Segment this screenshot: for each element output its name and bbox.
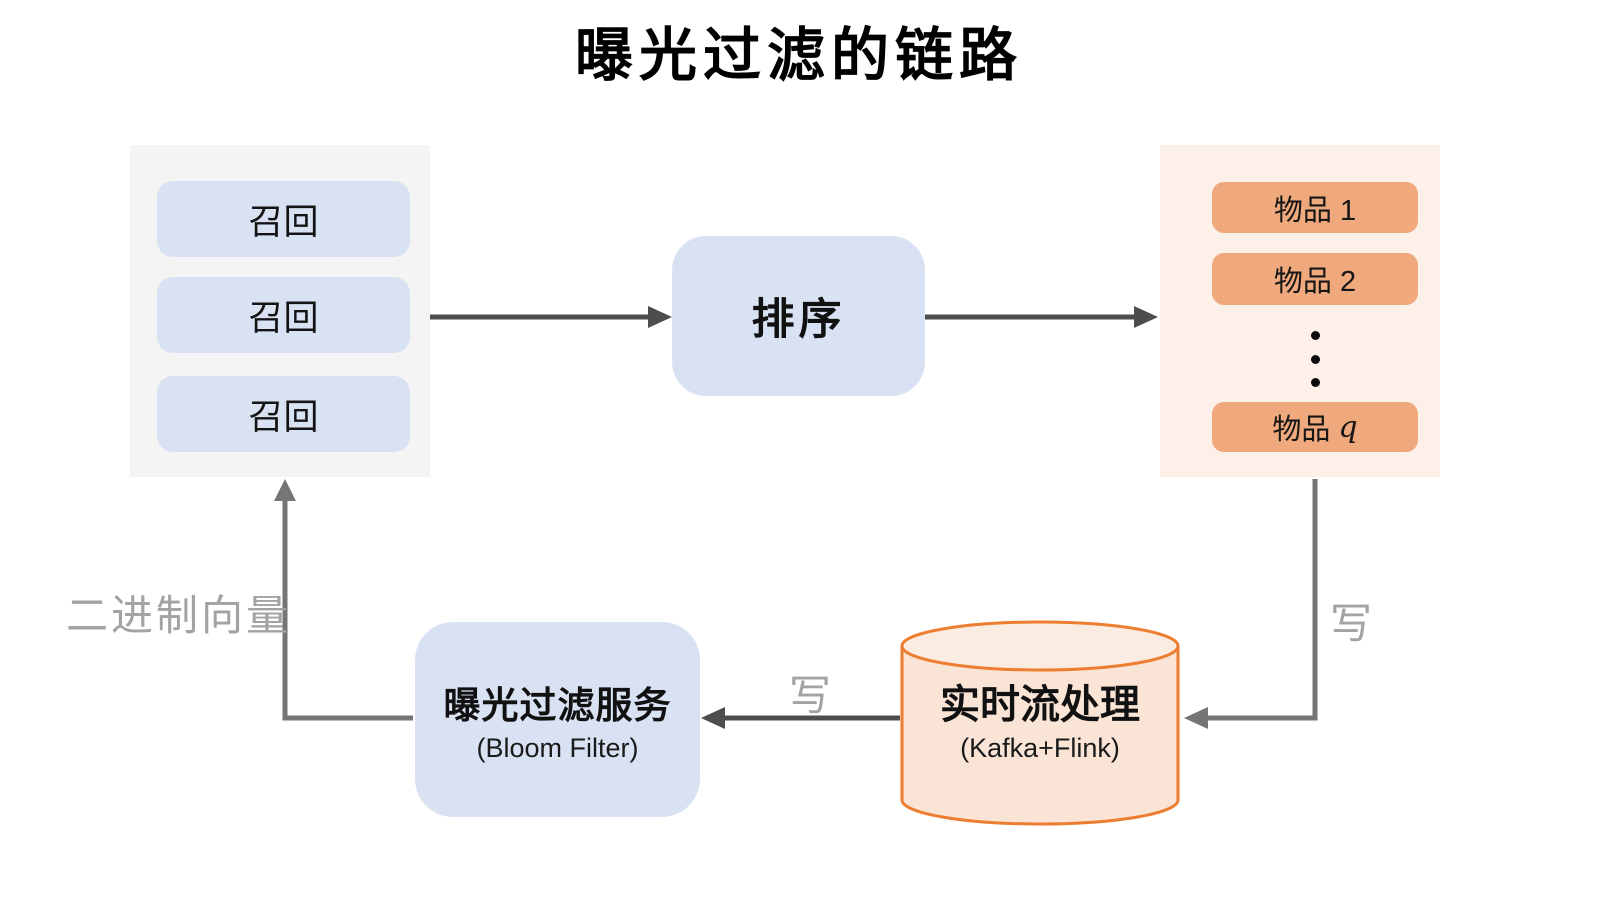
item-node-q: 物品 q: [1212, 402, 1418, 452]
stream-cylinder-top: [900, 620, 1180, 672]
arrowhead-bloom-to-recall: [274, 479, 296, 501]
item-node-2: 物品 2: [1212, 253, 1418, 305]
diagram-title: 曝光过滤的链路: [574, 23, 1023, 88]
recall-node-3: 召回: [157, 376, 410, 452]
item-q-label: 物品: [1272, 414, 1331, 446]
recall-node-1: 召回: [157, 181, 410, 257]
bloom-filter-title: 曝光过滤服务: [443, 685, 672, 726]
arrowhead-recall-to-ranking: [648, 306, 672, 328]
stream-processor-node: 实时流处理 (Kafka+Flink): [902, 672, 1178, 764]
items-group-container: 物品 1 物品 2 物品 q: [1160, 145, 1440, 477]
arrow-items-to-stream: [1204, 479, 1318, 721]
item-node-1: 物品 1: [1212, 182, 1418, 233]
edge-label-write-items: 写: [1330, 600, 1373, 647]
arrow-bloom-to-recall: [282, 497, 413, 721]
bloom-filter-subtitle: (Bloom Filter): [476, 733, 639, 763]
stream-cylinder-body: [900, 646, 1180, 826]
item-q-variable: q: [1338, 409, 1358, 445]
edge-label-write-stream: 写: [789, 672, 832, 719]
bloom-filter-service-node: 曝光过滤服务 (Bloom Filter): [415, 622, 700, 817]
recall-node-2: 召回: [157, 277, 410, 353]
recall-group-container: 召回 召回 召回: [130, 145, 430, 477]
edge-label-binary-vector: 二进制向量: [66, 592, 292, 639]
stream-processor-subtitle: (Kafka+Flink): [960, 733, 1120, 763]
arrowhead-items-to-stream: [1184, 707, 1208, 729]
stream-processor-title: 实时流处理: [940, 683, 1140, 727]
arrowhead-stream-to-bloom: [701, 707, 725, 729]
ranking-node: 排序: [672, 236, 925, 396]
vertical-ellipsis-icon: [1212, 331, 1418, 387]
arrowhead-ranking-to-items: [1134, 306, 1158, 328]
